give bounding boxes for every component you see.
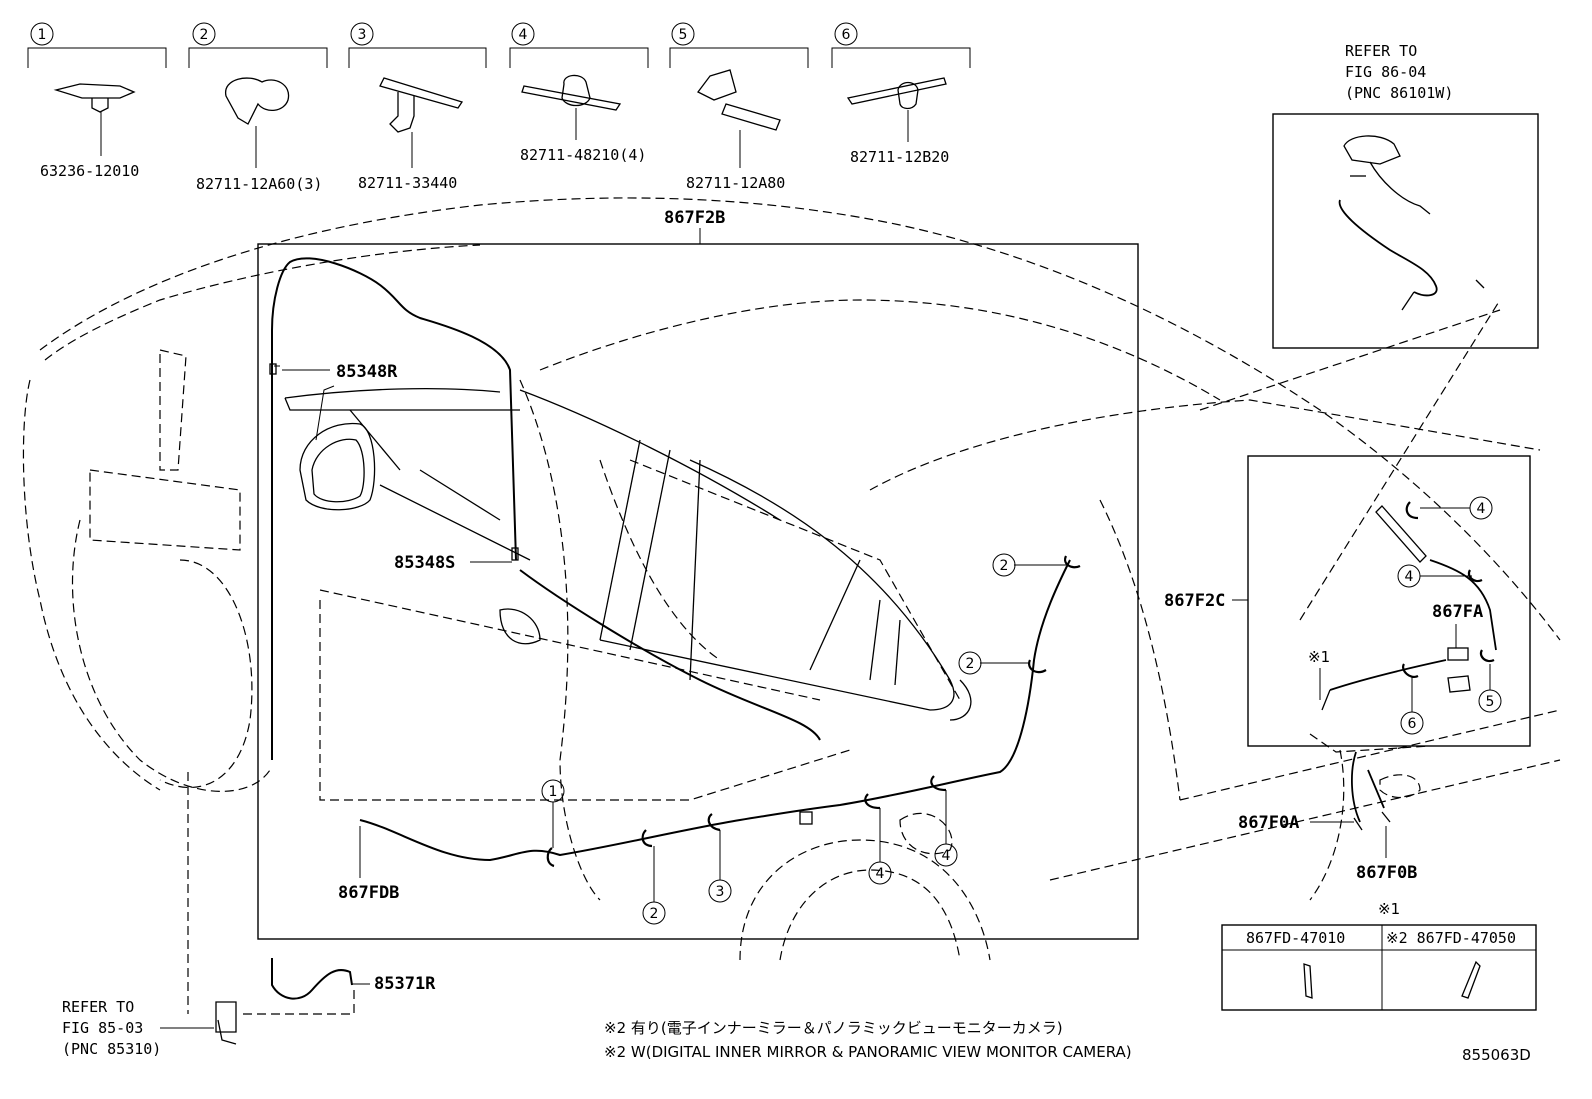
- part-4[interactable]: 4 82711-48210(4): [509, 22, 649, 164]
- part-4-number-text: 82711-48210(4): [520, 146, 646, 164]
- vehicle-outline: [22, 197, 1561, 961]
- right-callout-4b: 4: [1405, 569, 1414, 585]
- label-867F2B: 867F2B: [664, 208, 725, 228]
- label-85371R: 85371R: [374, 974, 436, 994]
- part-2[interactable]: 2 82711-12A60(3): [188, 22, 328, 193]
- callout-2a: 2: [1000, 558, 1009, 574]
- refer-top-line2: FIG 86-04: [1345, 63, 1426, 81]
- refer-bottom-line2: FIG 85-03: [62, 1019, 143, 1037]
- right-callout-6: 6: [1408, 716, 1417, 732]
- label-85348R: 85348R: [336, 362, 398, 382]
- part-1-number: 1: [38, 27, 47, 43]
- part-3[interactable]: 3 82711-33440: [348, 22, 487, 192]
- part-2-number-text: 82711-12A60(3): [196, 175, 322, 193]
- refer-top-line3: (PNC 86101W): [1345, 84, 1453, 102]
- camera-icon: [1343, 135, 1401, 165]
- connector-variant-2-icon: [1461, 960, 1481, 999]
- washer-tank-outline: [159, 349, 187, 471]
- part-1[interactable]: 1 63236-12010: [27, 22, 167, 180]
- parts-row: 1 63236-12010 2 82711-12A60(3) 3 82711-3…: [27, 22, 971, 193]
- right-callout-5: 5: [1486, 694, 1495, 710]
- label-85348S: 85348S: [394, 553, 455, 573]
- refer-top[interactable]: REFER TO FIG 86-04 (PNC 86101W): [1272, 42, 1539, 349]
- refer-bottom-line1: REFER TO: [62, 998, 134, 1016]
- label-867FA: 867FA: [1432, 602, 1483, 622]
- refer-bottom-line3: (PNC 85310): [62, 1040, 161, 1058]
- part-5[interactable]: 5 82711-12A80: [669, 22, 809, 192]
- harness-wire-867FDB: [269, 257, 1071, 862]
- part-1-number-text: 63236-12010: [40, 162, 139, 180]
- clip-1-icon: [53, 83, 136, 99]
- callout-1: 1: [549, 784, 558, 800]
- callout-4a: 4: [876, 866, 885, 882]
- part-5-number-text: 82711-12A80: [686, 174, 785, 192]
- clip-6-icon: [846, 77, 947, 105]
- note-jp: ※2 有り(電子インナーミラー＆パノラミックビューモニターカメラ): [604, 1019, 1063, 1037]
- part-6-number-text: 82711-12B20: [850, 148, 949, 166]
- part-5-number: 5: [679, 27, 688, 43]
- part-4-number: 4: [519, 27, 528, 43]
- refer-top-line1: REFER TO: [1345, 42, 1417, 60]
- part-6-number: 6: [842, 27, 851, 43]
- table-col2: ※2 867FD-47050: [1386, 929, 1516, 947]
- washer-pump-icon: [215, 1001, 237, 1033]
- table-mark-1: ※1: [1378, 900, 1400, 918]
- connector-cap-icon: [1447, 675, 1471, 693]
- part-6[interactable]: 6 82711-12B20: [831, 22, 971, 166]
- clip-5-icon: [697, 69, 737, 101]
- table-col1: 867FD-47010: [1246, 929, 1345, 947]
- part-3-number-text: 82711-33440: [358, 174, 457, 192]
- clip-2-icon: [225, 77, 290, 125]
- door-window-lines: [284, 387, 972, 721]
- wire-clips: [546, 555, 1081, 868]
- part-3-number: 3: [358, 27, 367, 43]
- callout-3: 3: [716, 884, 725, 900]
- clip-4-icon: [521, 85, 622, 111]
- connector-icon: [799, 811, 813, 825]
- part-2-number: 2: [200, 27, 209, 43]
- refer-top-box: [1272, 113, 1539, 349]
- grommet-tube-icon: [1375, 505, 1427, 563]
- door-handle-icon: [499, 608, 541, 645]
- label-867F0A: 867F0A: [1238, 813, 1299, 833]
- right-detail-contents: 4 4 5 6 867FA ※1: [1308, 496, 1502, 735]
- connector-variant-1-icon: [1303, 963, 1313, 999]
- main-detail-box: [257, 243, 1139, 940]
- label-867F0B: 867F0B: [1356, 863, 1417, 883]
- washer-hose-85371R: 85371R: [187, 772, 436, 1045]
- variant-table: ※1 867FD-47010 ※2 867FD-47050: [1221, 900, 1537, 1011]
- side-mirror-icon: [299, 422, 376, 511]
- right-detail-box: [1247, 455, 1531, 747]
- note-en: ※2 W(DIGITAL INNER MIRROR & PANORAMIC VI…: [604, 1043, 1132, 1061]
- figure-id: 855063D: [1462, 1046, 1531, 1064]
- right-callout-4a: 4: [1477, 501, 1486, 517]
- callout-4b: 4: [942, 848, 951, 864]
- clip-3-icon: [379, 77, 464, 109]
- callouts-main: 2 2 1 2 3 4 4: [541, 553, 1066, 925]
- label-867FDB: 867FDB: [338, 883, 399, 903]
- refer-bottom[interactable]: REFER TO FIG 85-03 (PNC 85310): [62, 998, 214, 1058]
- callout-2c: 2: [650, 906, 659, 922]
- callout-2b: 2: [966, 656, 975, 672]
- label-867F2C: 867F2C: [1164, 591, 1225, 611]
- mark-1: ※1: [1308, 648, 1330, 666]
- part-1-callout: [30, 22, 54, 46]
